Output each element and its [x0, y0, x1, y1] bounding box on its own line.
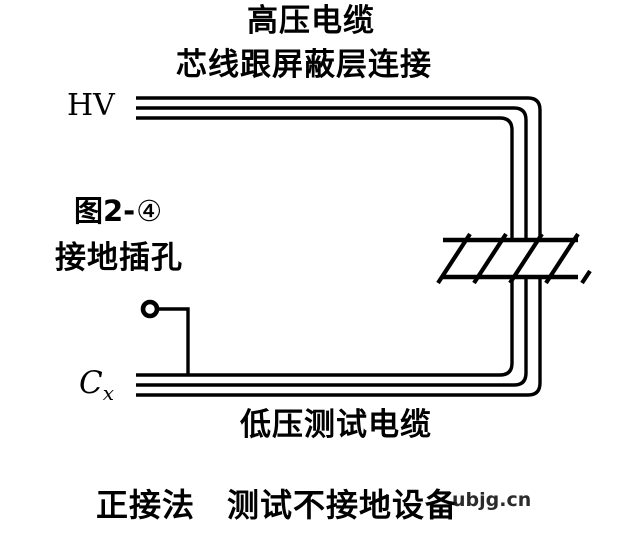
caption-subject: 测试不接地设备: [227, 486, 459, 524]
label-ground-jack: 接地插孔: [55, 240, 183, 276]
cx-base: C: [79, 365, 103, 401]
figure-caption: 正接法 测试不接地设备: [96, 489, 458, 521]
label-lv-cable: 低压测试电缆: [240, 407, 432, 443]
hv-cable-group: [136, 96, 542, 240]
hv-cable-return-group: [136, 277, 542, 397]
jack-circle[interactable]: [140, 299, 160, 319]
jack-lead-wire: [158, 307, 190, 375]
caption-method: 正接法: [96, 486, 196, 524]
bushing-hatch-lines: [436, 232, 592, 285]
label-core-shield-note: 芯线跟屏蔽层连接: [176, 47, 432, 83]
label-cx-symbol: Cx: [79, 365, 115, 406]
hv-return-line-inner: [136, 277, 514, 377]
hv-return-line-outer: [136, 277, 542, 397]
hatched-bushing-icon: [436, 232, 592, 285]
hv-cable-line-middle: [136, 106, 528, 240]
label-figure-number: 图2- ④: [74, 197, 162, 226]
figure-number-circled: ④: [136, 194, 163, 228]
label-hv-terminal: HV: [67, 88, 115, 123]
label-hv-cable-title: 高压电缆: [247, 3, 375, 39]
hv-cable-line-outer: [136, 96, 542, 240]
hv-cable-line-inner: [136, 116, 514, 240]
figure-number-prefix: 图2-: [74, 194, 136, 228]
watermark: ubjg.cn: [452, 489, 532, 511]
hv-return-line-middle: [136, 277, 528, 387]
circle-terminal-icon[interactable]: [140, 299, 160, 319]
cx-subscript: x: [102, 381, 115, 406]
